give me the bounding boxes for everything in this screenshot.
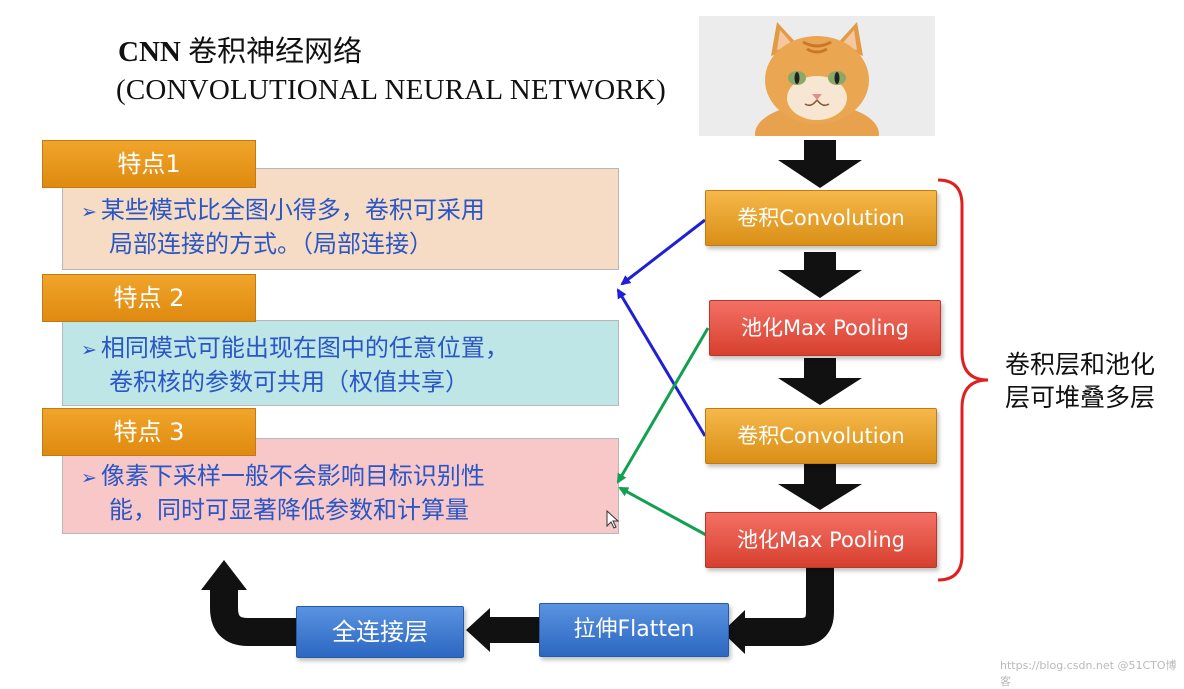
down-arrow-icon [778,358,862,405]
max-pooling-1-box: 池化Max Pooling [709,300,941,356]
fully-connected-box: 全连接层 [296,606,464,658]
title-line-2: (CONVOLUTIONAL NEURAL NETWORK) [116,74,666,106]
brace-note-line-1: 卷积层和池化 [1005,350,1156,379]
left-arrow-icon [466,608,490,652]
title-line-1: CNN 卷积神经网络 [118,28,362,70]
feature-1-header: 特点1 [42,140,256,188]
cursor-icon [606,509,620,529]
arrow-bullet-icon: ➢ [81,467,97,489]
convolution-1-box: 卷积Convolution [705,190,937,246]
feature-3-line-1: ➢像素下采样一般不会影响目标识别性 [81,462,485,490]
down-arrow-icon [778,140,862,188]
down-arrow-icon [778,462,862,510]
left-arrow-icon [722,610,745,654]
cat-image [699,16,935,136]
flatten-box: 拉伸Flatten [539,603,729,657]
feature-1-line-1: ➢某些模式比全图小得多，卷积可采用 [81,196,485,224]
feature-3-line-2: 能，同时可显著降低参数和计算量 [109,496,469,524]
down-arrow-icon [778,252,862,298]
arrow-bullet-icon: ➢ [81,339,97,361]
brace-note-line-2: 层可堆叠多层 [1005,383,1156,412]
max-pooling-2-box: 池化Max Pooling [705,512,937,568]
feature-3-header: 特点 3 [42,408,256,456]
feature-2-line-2: 卷积核的参数可共用（权值共享） [109,368,469,396]
up-arrow-icon [201,560,247,590]
cat-illustration [699,16,935,136]
feature-2-box: ➢相同模式可能出现在图中的任意位置， 卷积核的参数可共用（权值共享） [62,320,619,406]
convolution-2-box: 卷积Convolution [705,408,937,464]
feature-1-line-2: 局部连接的方式。（局部连接） [109,230,433,258]
arrow-bullet-icon: ➢ [81,201,97,223]
watermark: https://blog.csdn.net @51CTO博客 [1000,659,1177,688]
title-cnn: CNN [118,36,181,68]
feature-3-box: ➢像素下采样一般不会影响目标识别性 能，同时可显著降低参数和计算量 [62,438,619,534]
title-cn: 卷积神经网络 [188,36,363,68]
feature-2-line-1: ➢相同模式可能出现在图中的任意位置， [81,334,509,362]
feature-2-header: 特点 2 [42,274,256,322]
brace-icon [937,178,989,582]
